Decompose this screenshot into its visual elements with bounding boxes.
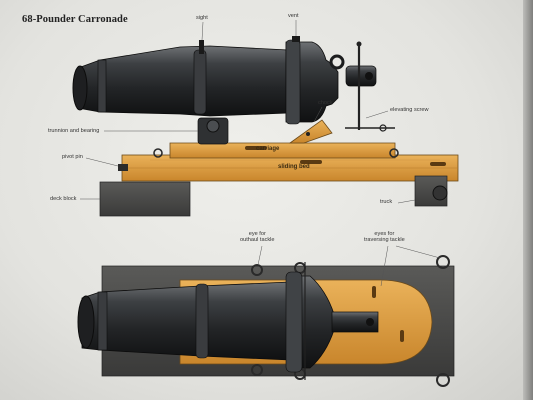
muzzle <box>72 65 88 111</box>
top-muzzle-ring <box>97 291 108 351</box>
label-line: outhaul tackle <box>240 237 275 244</box>
top-cascabel-eye <box>366 318 374 326</box>
label-eyes-for-traversing-tackle: eyes for traversing tackle <box>364 231 405 244</box>
leader-lines <box>80 20 416 204</box>
top-breech-ring <box>285 271 303 373</box>
cascabel-eye <box>365 72 373 80</box>
carriage-slot <box>245 146 267 150</box>
reinforce-ring <box>193 49 207 115</box>
traversing-eye <box>436 255 450 269</box>
page-title: 68-Pounder Carronade <box>22 14 128 25</box>
screw-handle-knob <box>379 124 387 132</box>
truck-wheel <box>432 185 448 201</box>
carriage <box>169 142 396 159</box>
top-view <box>77 245 455 387</box>
sight <box>199 40 204 54</box>
trunnion <box>206 119 220 133</box>
label-line: eyes for <box>374 231 395 237</box>
pivot-pin <box>118 164 128 171</box>
bed-slot <box>300 160 322 164</box>
side-view <box>72 20 459 217</box>
side-barrel <box>77 45 289 117</box>
label-pivot-pin: pivot pin <box>62 154 83 160</box>
label-truck: truck <box>380 199 393 205</box>
top-reinforce-ring <box>195 283 209 359</box>
screw-top <box>356 41 362 47</box>
label-line: traversing tackle <box>364 237 405 244</box>
deck-block <box>99 181 191 217</box>
outhaul-eye <box>251 264 263 276</box>
chock <box>288 119 333 144</box>
label-eye-for-outhaul-tackle: eye for outhaul tackle <box>240 231 275 244</box>
page-edge <box>523 0 533 400</box>
top-cascabel <box>331 311 379 333</box>
label-deck-block: deck block <box>50 196 77 202</box>
label-chock: chock <box>318 100 333 106</box>
eye-ring <box>389 148 399 158</box>
top-muzzle <box>77 295 95 349</box>
label-trunnion-and-bearing: trunnion and bearing <box>48 128 100 134</box>
label-carriage: carriage <box>256 146 280 152</box>
breech-ring <box>285 39 301 125</box>
breeching-loop <box>329 54 345 70</box>
chock-bolt <box>306 132 310 136</box>
outhaul-eye <box>251 364 263 376</box>
bed-slot <box>430 162 446 166</box>
label-sight: sight <box>196 15 208 21</box>
vent <box>292 36 300 42</box>
slide-slot <box>400 330 404 342</box>
traversing-eye <box>436 373 450 387</box>
label-elevating-screw: elevating screw <box>390 107 429 113</box>
top-barrel <box>81 281 291 361</box>
eye-ring <box>153 148 163 158</box>
label-sliding-bed: sliding bed <box>278 164 310 170</box>
cascabel <box>345 65 377 87</box>
muzzle-ring <box>97 59 107 113</box>
slide-slot <box>372 286 376 298</box>
label-vent: vent <box>288 13 299 19</box>
leader-lines-top <box>257 245 441 287</box>
label-line: eye for <box>248 231 266 237</box>
